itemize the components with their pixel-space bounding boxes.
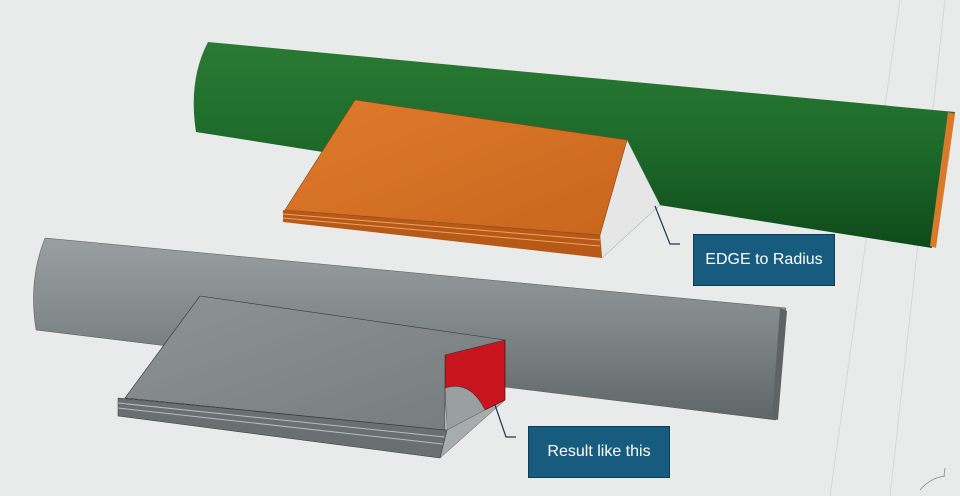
construction-line <box>889 0 946 496</box>
callout-leader-result <box>494 404 516 438</box>
orange-plate[interactable] <box>282 99 661 259</box>
callout-result-like-this: Result like this <box>528 426 670 478</box>
callout-edge-to-radius: EDGE to Radius <box>693 234 835 286</box>
view-triad-icon[interactable] <box>919 467 946 491</box>
gray-plate[interactable] <box>117 295 506 459</box>
construction-line <box>829 0 901 496</box>
callout-leader-edge <box>654 205 680 245</box>
